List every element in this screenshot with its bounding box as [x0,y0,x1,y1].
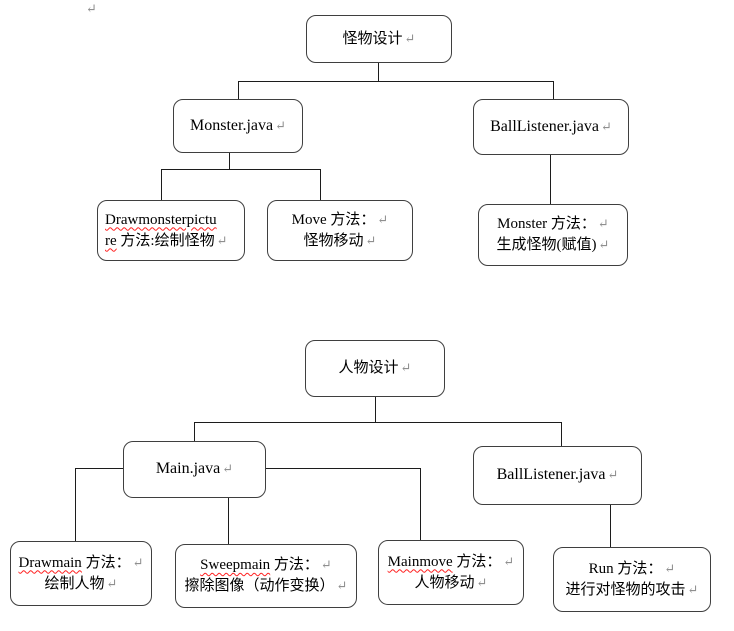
connector-line [266,468,420,470]
box-label: re [105,232,117,249]
connector-line [194,422,561,424]
paragraph-mark-icon: ↵ [476,574,488,590]
paragraph-mark-icon: ↵ [132,554,144,570]
flowchart-box-run[interactable]: Run 方法：↵ 进行对怪物的攻击↵ [553,547,711,612]
box-label: 生成怪物(赋值) [496,237,597,253]
box-label: Run 方法： [588,560,663,577]
box-label: 进行对怪物的攻击 [565,581,686,598]
paragraph-mark-icon: ↵ [607,467,619,483]
connector-line [75,468,77,541]
connector-line [194,422,196,441]
paragraph-mark-icon: ↵ [503,553,515,569]
paragraph-mark-icon: ↵ [404,30,416,46]
box-label: 绘制人物 [44,575,105,592]
connector-line [561,422,563,446]
flowchart-box-main-java[interactable]: Main.java↵ [123,441,266,498]
connector-line [228,498,230,544]
box-label: Move 方法： [291,211,376,228]
connector-line [161,169,163,200]
box-label: Monster 方法： [497,216,596,232]
box-label: Sweepmain [200,557,271,573]
box-label: BallListener.java [496,466,606,484]
paragraph-mark-icon: ↵ [664,560,676,576]
flowchart-box-drawmain[interactable]: Drawmain 方法：↵ 绘制人物↵ [10,541,152,606]
connector-line [229,152,231,169]
box-label: 擦除图像（动作变换） [184,578,335,594]
connector-line [550,155,552,205]
flowchart-box-balllistener-java-top[interactable]: BallListener.java↵ [473,99,629,155]
box-label: 方法： [270,557,319,573]
connector-line [238,81,554,83]
flowchart-box-drawmonsterpicture[interactable]: Drawmonsterpictu re 方法:绘制怪物↵ [97,200,245,261]
connector-line [238,81,240,99]
paragraph-mark-icon: ↵ [365,232,377,248]
flowchart-box-move-method[interactable]: Move 方法：↵ 怪物移动↵ [267,200,413,261]
connector-line [375,397,377,422]
connector-line [378,63,380,81]
box-label: Drawmonsterpictu [105,211,217,228]
flowchart-box-mainmove[interactable]: Mainmove 方法：↵ 人物移动↵ [378,540,524,605]
paragraph-mark-icon: ↵ [377,211,389,227]
connector-line [75,468,123,470]
paragraph-mark-icon: ↵ [597,216,609,231]
flowchart-box-monster-method[interactable]: Monster 方法：↵ 生成怪物(赋值)↵ [478,204,628,266]
connector-line [161,169,320,171]
paragraph-mark-icon: ↵ [320,557,332,572]
paragraph-mark-icon: ↵ [600,118,612,134]
paragraph-mark-icon: ↵ [400,360,412,375]
box-label: 怪物移动 [303,232,364,249]
paragraph-mark-icon: ↵ [687,581,699,597]
box-label: Drawmain [18,554,82,571]
flowchart-box-balllistener-java-bottom[interactable]: BallListener.java↵ [473,446,642,505]
box-label: 方法： [81,554,131,571]
box-label: 人物设计 [338,360,399,376]
connector-line [610,505,612,548]
paragraph-mark-icon: ↵ [275,117,286,133]
paragraph-mark-icon: ↵ [336,578,348,593]
box-label: 人物移动 [414,574,475,591]
flowchart-box-monster-design[interactable]: 怪物设计↵ [306,15,452,63]
box-label: Mainmove [387,553,453,570]
flowchart-box-monster-java[interactable]: Monster.java↵ [173,99,303,153]
box-label: BallListener.java [490,117,599,135]
box-label: 怪物设计 [342,30,403,47]
flowchart-box-sweepmain[interactable]: Sweepmain 方法：↵ 擦除图像（动作变换）↵ [175,544,357,608]
paragraph-mark-icon: ↵ [216,232,228,248]
paragraph-mark-icon: ↵ [222,461,234,477]
paragraph-mark-icon: ↵ [86,1,97,16]
box-label: 方法:绘制怪物 [116,232,215,249]
flowchart-box-character-design[interactable]: 人物设计↵ [305,340,445,397]
connector-line [553,81,555,99]
connector-line [320,169,322,200]
paragraph-mark-icon: ↵ [106,575,118,591]
paragraph-mark-icon: ↵ [598,237,610,252]
box-label: 方法： [452,553,502,570]
box-label: Main.java [155,460,221,478]
box-label: Monster.java [190,116,274,134]
connector-line [420,468,422,540]
